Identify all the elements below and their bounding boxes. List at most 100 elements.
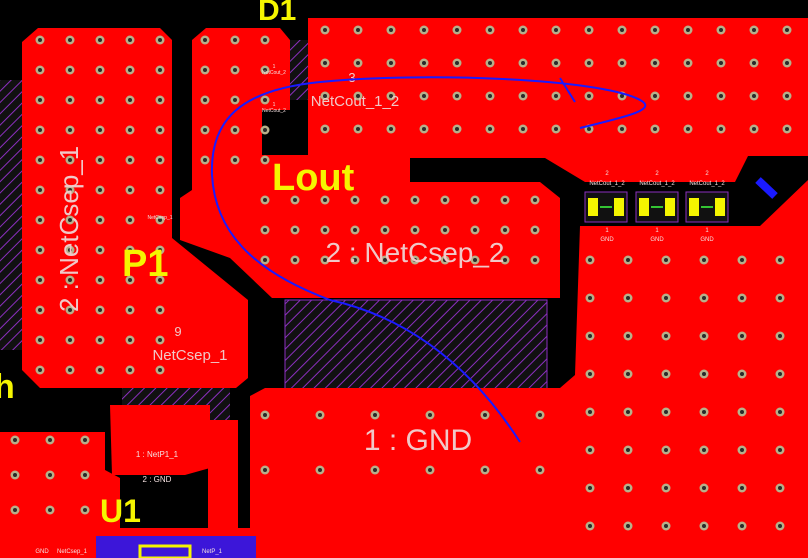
net-label-netp1: 1 : NetP1_1 — [136, 450, 179, 459]
via-hole — [455, 127, 459, 131]
keepout-left — [0, 80, 22, 350]
via-hole — [719, 127, 723, 131]
via-hole — [503, 258, 507, 262]
via-hole — [785, 94, 789, 98]
via-hole — [422, 127, 426, 131]
via-hole — [719, 28, 723, 32]
designator-u1: U1 — [100, 493, 141, 529]
via-hole — [158, 38, 162, 42]
via-hole — [323, 28, 327, 32]
pad-number-netcout: 3 — [348, 70, 355, 85]
via-hole — [38, 38, 42, 42]
via-hole — [664, 258, 668, 262]
designator-d1: D1 — [258, 0, 296, 27]
svg-text:GND: GND — [600, 237, 614, 243]
via-hole — [356, 94, 360, 98]
via-hole — [702, 448, 706, 452]
copper-trace-right[interactable] — [208, 420, 238, 530]
copper-netcsep-2[interactable] — [180, 28, 560, 298]
via-hole — [778, 486, 782, 490]
via-hole — [323, 228, 327, 232]
via-hole — [38, 248, 42, 252]
via-hole — [686, 28, 690, 32]
d1-pin-number: 1 — [273, 64, 276, 70]
via-hole — [373, 468, 377, 472]
via-hole — [443, 258, 447, 262]
d1-pin2-number: 1 — [273, 102, 276, 108]
via-hole — [318, 413, 322, 417]
via-hole — [233, 38, 237, 42]
via-hole — [626, 448, 630, 452]
via-hole — [740, 448, 744, 452]
via-hole — [626, 372, 630, 376]
via-hole — [664, 334, 668, 338]
pad-number-netcsep-1: 9 — [174, 324, 181, 339]
via-hole — [702, 486, 706, 490]
via-hole — [428, 468, 432, 472]
via-hole — [778, 524, 782, 528]
via-hole — [740, 524, 744, 528]
via-hole — [533, 258, 537, 262]
copper-gnd[interactable] — [250, 180, 808, 558]
via-hole — [533, 228, 537, 232]
svg-text:NetCout_1_2: NetCout_1_2 — [639, 181, 675, 187]
via-hole — [263, 38, 267, 42]
via-hole — [488, 61, 492, 65]
via-hole — [128, 188, 132, 192]
via-hole — [383, 198, 387, 202]
via-hole — [158, 98, 162, 102]
via-hole — [538, 468, 542, 472]
via-hole — [785, 61, 789, 65]
via-hole — [38, 218, 42, 222]
via-hole — [588, 448, 592, 452]
via-hole — [353, 258, 357, 262]
via-hole — [158, 68, 162, 72]
via-hole — [521, 127, 525, 131]
via-hole — [443, 228, 447, 232]
copper-left-bottom[interactable] — [0, 432, 120, 540]
via-hole — [38, 98, 42, 102]
via-hole — [428, 413, 432, 417]
via-hole — [422, 28, 426, 32]
via-hole — [203, 158, 207, 162]
capacitor-array — [584, 191, 729, 223]
via-hole — [128, 308, 132, 312]
via-hole — [233, 98, 237, 102]
svg-text:2: 2 — [655, 171, 659, 177]
via-hole — [587, 127, 591, 131]
via-hole — [353, 198, 357, 202]
svg-text:2: 2 — [605, 171, 609, 177]
copper-netcsep-1[interactable] — [22, 28, 248, 388]
annotation-arrowhead — [559, 77, 576, 103]
copper-netp1[interactable] — [110, 405, 210, 475]
via-hole — [719, 94, 723, 98]
via-hole — [664, 486, 668, 490]
via-hole — [389, 127, 393, 131]
designator-lout: Lout — [272, 157, 355, 199]
cap-array-labels: 2 NetCout_1_2 2 NetCout_1_2 2 NetCout_1_… — [589, 171, 725, 243]
via-hole — [203, 98, 207, 102]
via-hole — [664, 448, 668, 452]
via-hole — [158, 158, 162, 162]
via-hole — [38, 308, 42, 312]
via-hole — [653, 94, 657, 98]
via-hole — [128, 98, 132, 102]
via-hole — [488, 127, 492, 131]
via-hole — [48, 508, 52, 512]
via-hole — [98, 338, 102, 342]
via-hole — [389, 94, 393, 98]
via-hole — [128, 278, 132, 282]
via-hole — [626, 334, 630, 338]
svg-text:NetCout_1_2: NetCout_1_2 — [589, 181, 625, 187]
via-hole — [263, 128, 267, 132]
via-hole — [778, 410, 782, 414]
u1-pin1-marker — [138, 544, 192, 558]
via-hole — [233, 158, 237, 162]
via-hole — [263, 468, 267, 472]
via-hole — [554, 61, 558, 65]
via-hole — [68, 38, 72, 42]
via-hole — [318, 468, 322, 472]
via-hole — [740, 410, 744, 414]
via-hole — [740, 296, 744, 300]
via-hole — [785, 127, 789, 131]
